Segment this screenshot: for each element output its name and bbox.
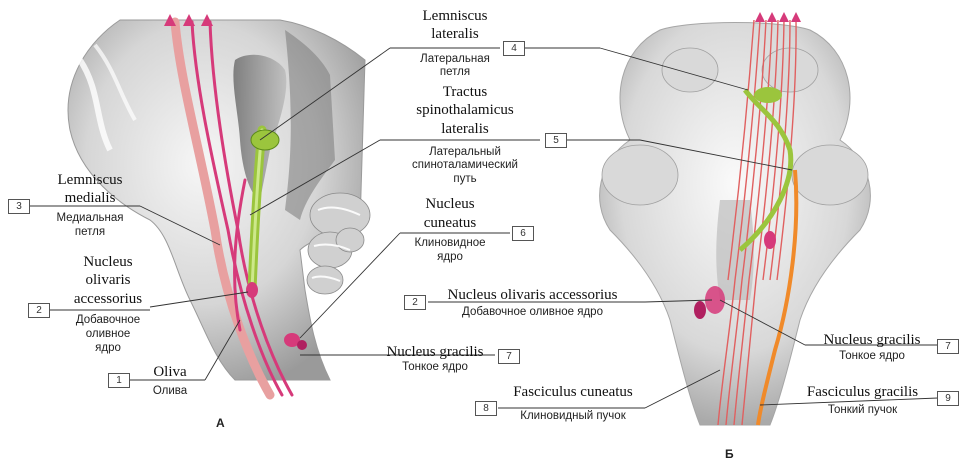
callout-number: 2: [28, 303, 50, 318]
callout-number: 8: [475, 401, 497, 416]
callout-number: 6: [512, 226, 534, 241]
callout-number: 2: [404, 295, 426, 310]
latin-line: lateralis: [395, 121, 535, 137]
latin-line: Nucleus: [395, 196, 505, 212]
latin-line: Oliva: [140, 364, 200, 380]
russian-line: Тонкое ядро: [370, 361, 500, 374]
callout-number: 1: [108, 373, 130, 388]
russian-line: петля: [400, 66, 510, 79]
latin-line: Nucleus: [58, 254, 158, 270]
callout-number: 3: [8, 199, 30, 214]
russian-line: Медиальная: [40, 212, 140, 225]
latin-line: cuneatus: [395, 215, 505, 231]
latin-line: accessorius: [58, 291, 158, 307]
russian-line: петля: [40, 226, 140, 239]
panel-label-a: А: [216, 416, 225, 430]
panel-b-anatomy: [600, 12, 871, 425]
russian-line: Латеральный: [395, 146, 535, 159]
russian-line: ядро: [58, 342, 158, 355]
callout-number: 9: [937, 391, 959, 406]
latin-line: olivaris: [58, 272, 158, 288]
russian-line: Тонкое ядро: [812, 350, 932, 363]
russian-line: путь: [395, 173, 535, 186]
russian-line: ядро: [395, 251, 505, 264]
panel-label-b: Б: [725, 447, 734, 461]
latin-line: Lemniscus: [40, 172, 140, 188]
latin-line: Fasciculus cuneatus: [503, 384, 643, 400]
callout-number: 7: [498, 349, 520, 364]
latin-line: spinothalamicus: [395, 102, 535, 118]
russian-line: спиноталамический: [395, 159, 535, 172]
russian-line: Олива: [140, 385, 200, 398]
russian-line: оливное: [58, 328, 158, 341]
latin-line: Nucleus gracilis: [812, 332, 932, 348]
latin-line: Nucleus olivaris accessorius: [430, 287, 635, 303]
russian-line: Клиновидный пучок: [503, 410, 643, 423]
latin-line: Nucleus gracilis: [370, 344, 500, 360]
russian-line: Добавочное: [58, 314, 158, 327]
latin-line: medialis: [40, 190, 140, 206]
russian-line: Латеральная: [400, 53, 510, 66]
latin-line: Lemniscus: [400, 8, 510, 24]
latin-line: Fasciculus gracilis: [790, 384, 935, 400]
callout-number: 7: [937, 339, 959, 354]
latin-line: Tractus: [395, 84, 535, 100]
russian-line: Клиновидное: [395, 237, 505, 250]
russian-line: Тонкий пучок: [790, 404, 935, 417]
latin-line: lateralis: [400, 26, 510, 42]
russian-line: Добавочное оливное ядро: [430, 306, 635, 319]
callout-number: 5: [545, 133, 567, 148]
